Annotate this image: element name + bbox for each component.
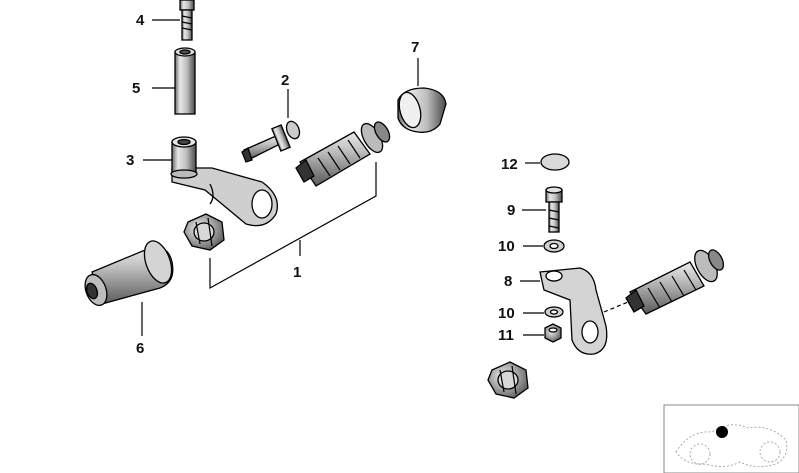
part-10-washer-upper [543,239,565,253]
part-6-grip [84,240,174,307]
thumbnail-locator [663,404,799,473]
part-5-sleeve [174,47,196,115]
callout-5: 5 [132,80,140,97]
callout-7: 7 [411,39,419,56]
callout-4: 4 [136,12,145,29]
part-12-cover [540,153,570,171]
callout-3: 3 [126,152,134,169]
part-nut-left [183,213,225,251]
callout-6: 6 [136,340,144,357]
callout-1: 1 [293,264,301,281]
part-4-bolt [179,0,195,41]
part-nut-right [487,361,529,399]
part-3-bracket [170,136,279,227]
callout-9: 9 [507,202,515,219]
part-11-nut [544,323,562,343]
assembly-axis-right [603,301,629,313]
part-7-cap [397,87,447,133]
callout-8: 8 [504,273,512,290]
callout-12: 12 [501,156,518,173]
part-8-bracket [539,267,608,355]
callout-2: 2 [281,72,289,89]
location-marker [716,426,728,438]
part-2-cable-end [241,120,301,163]
part-adjuster-upper [295,121,391,187]
part-9-bolt [545,186,563,233]
part-10-washer-lower [544,306,564,318]
callout-11: 11 [498,327,514,344]
part-adjuster-right [625,249,725,315]
callout-10a: 10 [498,238,515,255]
callout-10b: 10 [498,305,515,322]
assembly-1-bracket [209,162,377,290]
